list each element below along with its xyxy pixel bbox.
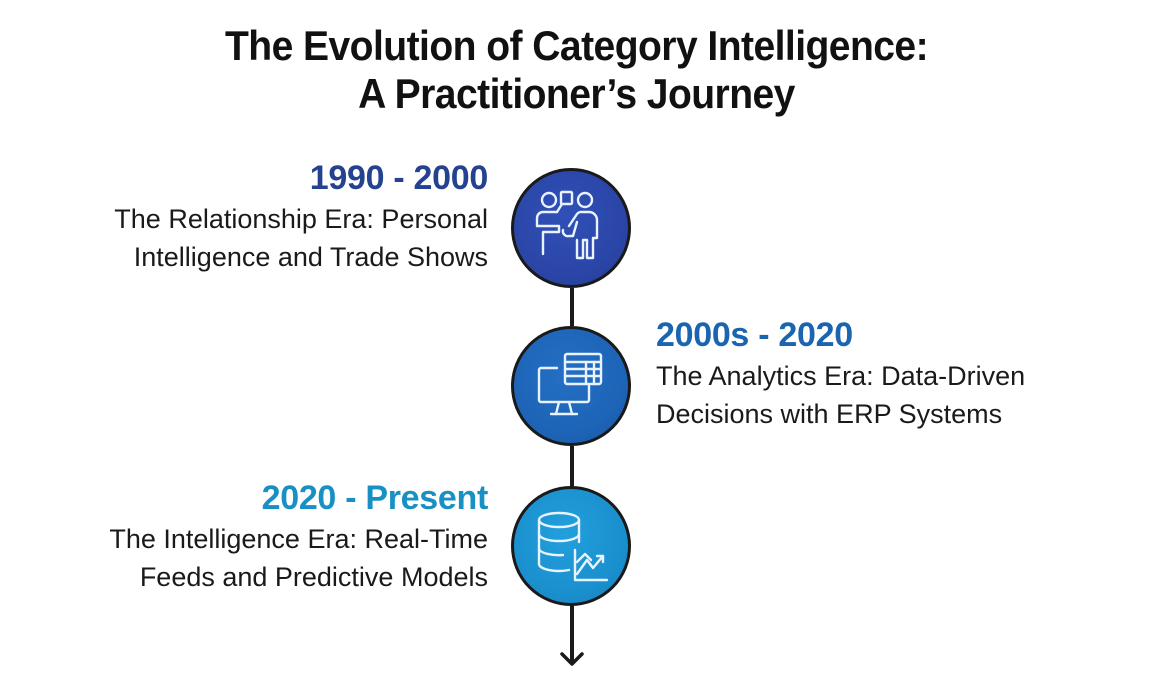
arrow-down-icon: [560, 652, 584, 666]
era-1-node: [511, 168, 631, 288]
presenter-icon: [535, 190, 599, 260]
era-2-year: 2000s - 2020: [656, 316, 853, 354]
era-3-year: 2020 - Present: [261, 479, 489, 517]
era-2-description: The Analytics Era: Data-Driven Decisions…: [656, 357, 1126, 433]
era-3-description-line-1: The Intelligence Era: Real-Time: [109, 524, 488, 554]
database-chart-icon: [537, 511, 609, 582]
monitor-spreadsheet-icon: [537, 352, 603, 416]
era-1-label: 1990 - 2000 The Relationship Era: Person…: [18, 158, 488, 276]
era-3-node: [511, 486, 631, 606]
timeline-spine-3: [570, 604, 574, 662]
era-2-label: 2000s - 2020 The Analytics Era: Data-Dri…: [656, 315, 1126, 433]
era-3-description: The Intelligence Era: Real-Time Feeds an…: [18, 520, 488, 596]
timeline-spine-1: [570, 288, 574, 326]
era-1-description-line-1: The Relationship Era: Personal: [114, 204, 488, 234]
title-line-2: A Practitioner’s Journey: [358, 70, 795, 117]
era-3-label: 2020 - Present The Intelligence Era: Rea…: [18, 478, 488, 596]
era-1-description: The Relationship Era: Personal Intellige…: [18, 200, 488, 276]
era-2-description-line-1: The Analytics Era: Data-Driven: [656, 361, 1026, 391]
era-1-year: 1990 - 2000: [309, 159, 489, 197]
era-2-node: [511, 326, 631, 446]
title-line-1: The Evolution of Category Intelligence:: [224, 22, 929, 69]
era-2-description-line-2: Decisions with ERP Systems: [656, 399, 1003, 429]
era-1-description-line-2: Intelligence and Trade Shows: [133, 242, 488, 272]
timeline-spine-2: [570, 446, 574, 488]
era-3-description-line-2: Feeds and Predictive Models: [139, 562, 488, 592]
page-title: The Evolution of Category Intelligence: …: [40, 22, 1112, 118]
